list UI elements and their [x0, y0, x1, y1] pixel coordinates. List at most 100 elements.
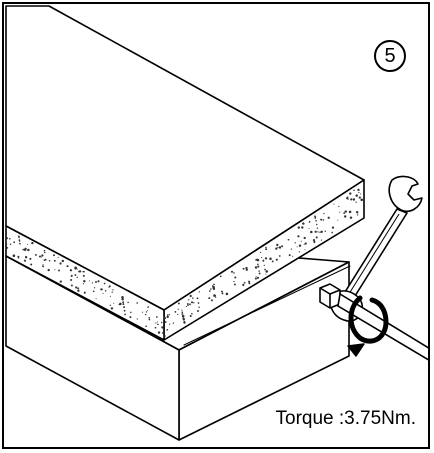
speckle-dot	[18, 240, 21, 242]
speckle-dot	[183, 321, 186, 324]
speckle-dot	[196, 297, 199, 300]
speckle-dot	[54, 269, 56, 271]
speckle-dot	[255, 259, 257, 261]
speckle-dot	[88, 280, 90, 282]
speckle-dot	[18, 236, 20, 239]
speckle-dot	[6, 243, 8, 245]
speckle-dot	[210, 288, 212, 290]
speckle-dot	[82, 270, 84, 273]
speckle-dot	[257, 265, 260, 268]
speckle-dot	[42, 264, 44, 266]
extension-rod	[337, 292, 428, 361]
speckle-dot	[245, 266, 248, 270]
speckle-dot	[29, 257, 32, 260]
speckle-dot	[304, 249, 306, 251]
speckle-dot	[53, 259, 56, 262]
speckle-dot	[292, 255, 294, 257]
speckle-dot	[113, 302, 115, 304]
speckle-dot	[70, 278, 73, 282]
speckle-dot	[360, 193, 362, 195]
speckle-dot	[352, 198, 356, 201]
speckle-dot	[77, 287, 80, 290]
speckle-dot	[189, 294, 192, 298]
speckle-dot	[123, 309, 126, 312]
speckle-dot	[18, 239, 21, 241]
speckle-dot	[66, 265, 69, 268]
speckle-dot	[92, 290, 95, 293]
speckle-dot	[13, 241, 16, 244]
speckle-dot	[181, 313, 183, 315]
speckle-dot	[358, 191, 360, 194]
speckle-dot	[277, 246, 279, 249]
speckle-dot	[24, 247, 27, 250]
speckle-dot	[254, 266, 258, 269]
speckle-dot	[189, 303, 191, 306]
speckle-dot	[166, 314, 169, 316]
speckle-dot	[91, 282, 94, 284]
speckle-dot	[315, 236, 318, 239]
speckle-dot	[225, 292, 229, 296]
speckle-dot	[313, 240, 316, 244]
speckle-dot	[83, 280, 86, 283]
speckle-dot	[320, 218, 323, 221]
speckle-dot	[122, 303, 125, 306]
speckle-dot	[6, 237, 9, 240]
speckle-dot	[248, 280, 251, 283]
speckle-dot	[181, 312, 184, 314]
speckle-dot	[17, 235, 20, 238]
speckle-dot	[197, 310, 199, 312]
speckle-dot	[24, 256, 28, 259]
speckle-dot	[275, 258, 278, 261]
speckle-dot	[308, 227, 310, 230]
speckle-dot	[233, 283, 236, 286]
speckle-dot	[358, 196, 361, 199]
speckle-dot	[112, 289, 114, 291]
speckle-dot	[82, 274, 85, 277]
speckle-dot	[70, 284, 73, 287]
speckle-dot	[212, 287, 216, 290]
speckle-dot	[166, 329, 168, 331]
speckle-dot	[147, 306, 150, 308]
speckle-dot	[296, 246, 298, 248]
speckle-dot	[261, 257, 263, 259]
bolt-icon	[319, 283, 341, 309]
speckle-dot	[97, 280, 100, 283]
speckle-dot	[198, 306, 200, 309]
speckle-dot	[191, 312, 193, 315]
speckle-dot	[331, 226, 335, 229]
speckle-dot	[177, 308, 179, 310]
speckle-dot	[42, 265, 44, 268]
speckle-dot	[242, 267, 245, 270]
speckle-dot	[110, 307, 114, 310]
speckle-dot	[156, 316, 158, 318]
speckle-dot	[317, 231, 319, 233]
speckle-dot	[136, 318, 138, 320]
speckle-dot	[315, 220, 317, 222]
speckle-dot	[31, 241, 34, 245]
speckle-dot	[77, 289, 80, 292]
speckle-dot	[166, 315, 169, 319]
speckle-dot	[129, 316, 132, 319]
speckle-dot	[124, 313, 126, 316]
speckle-dot	[161, 327, 164, 329]
speckle-dot	[148, 318, 151, 321]
speckle-dot	[30, 263, 33, 266]
speckle-dot	[275, 247, 278, 250]
speckle-dot	[300, 240, 302, 242]
speckle-dot	[327, 216, 330, 219]
torque-spec-label: Torque :3.75Nm.	[275, 408, 416, 429]
speckle-dot	[258, 272, 261, 275]
speckle-dot	[258, 270, 260, 272]
speckle-dot	[278, 246, 282, 249]
speckle-dot	[355, 194, 358, 197]
speckle-dot	[264, 268, 266, 271]
speckle-dot	[157, 321, 159, 323]
speckle-dot	[265, 246, 267, 249]
top-board	[5, 5, 365, 341]
speckle-dot	[363, 183, 365, 185]
speckle-dot	[74, 266, 77, 270]
speckle-dot	[181, 309, 183, 311]
speckle-dot	[208, 297, 211, 300]
speckle-dot	[301, 226, 304, 229]
speckle-dot	[210, 299, 214, 302]
